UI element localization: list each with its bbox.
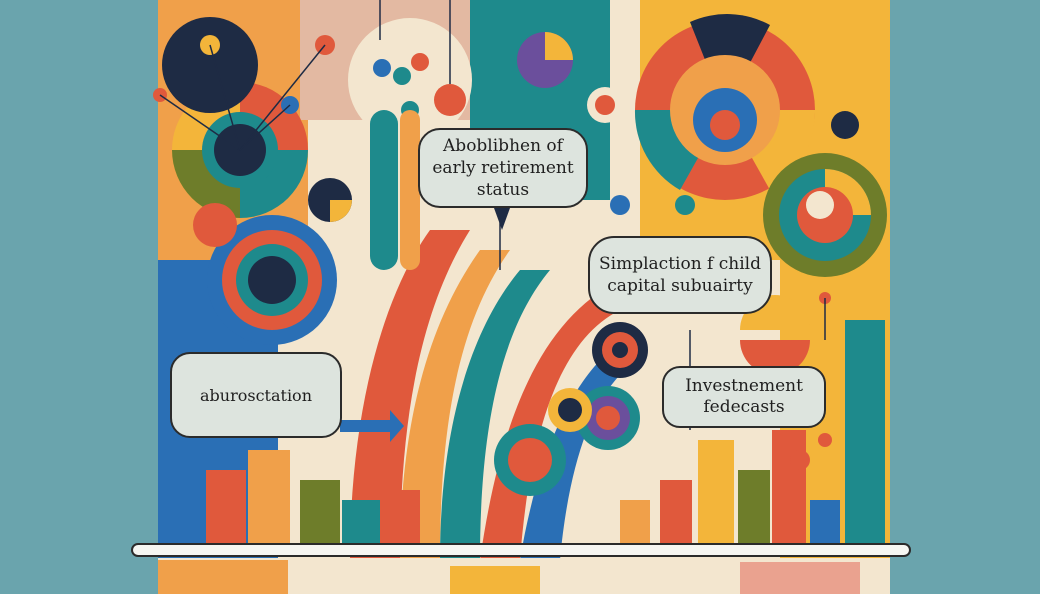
callout-investment-forecasts: Investnement fedecasts [662, 366, 826, 428]
callout-child-capital-text: Simplaction f child capital subuairty [599, 254, 761, 296]
callout-left-text: aburosctation [200, 385, 312, 405]
callout-left: aburosctation [170, 352, 342, 438]
callout-early-retirement: Aboblibhen of early retirement status [418, 128, 588, 208]
callout-early-retirement-text: Aboblibhen of early retirement status [432, 136, 574, 200]
callout-investment-forecasts-text: Investnement fedecasts [685, 376, 803, 417]
callout-child-capital: Simplaction f child capital subuairty [588, 236, 772, 314]
